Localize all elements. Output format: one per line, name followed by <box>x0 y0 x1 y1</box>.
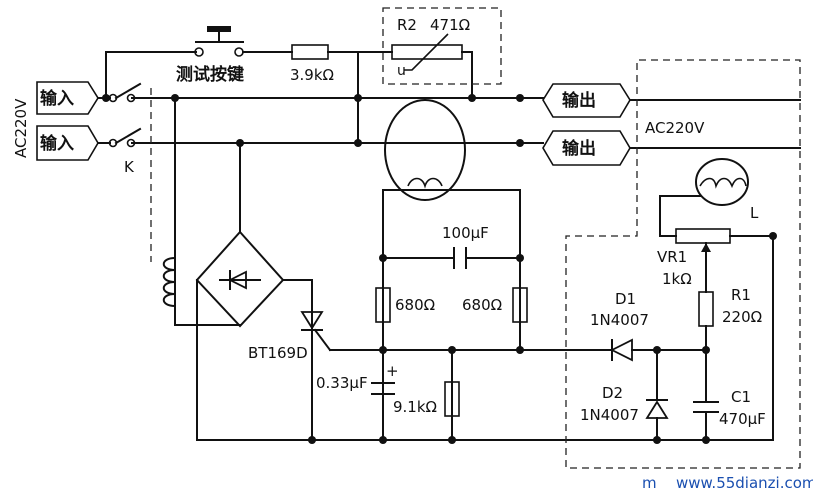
resistor-9k1-value: 9.1kΩ <box>393 398 437 416</box>
thermistor-r2 <box>391 33 463 71</box>
r2-name: R2 <box>397 16 417 34</box>
d1-part: 1N4007 <box>590 311 649 329</box>
resistor-680-left <box>375 287 391 323</box>
capacitor-033uf <box>371 382 395 395</box>
ac-input-label: AC220V <box>12 98 30 158</box>
svg-text:输出: 输出 <box>562 138 596 159</box>
main-wires <box>97 51 801 326</box>
trip-coil <box>162 256 177 308</box>
capacitor-c1 <box>693 401 719 441</box>
svg-text:输入: 输入 <box>40 133 74 154</box>
lamp-module-boundary <box>565 59 801 469</box>
vr1-value: 1kΩ <box>662 270 692 288</box>
input-terminal-2: 输入 <box>36 125 99 161</box>
r1-value: 220Ω <box>722 308 762 326</box>
diode-d2 <box>645 349 669 441</box>
resistor-3k9 <box>291 44 329 60</box>
resistor-680-right <box>512 287 528 323</box>
bridge-rectifier <box>174 142 313 441</box>
capacitor-100uf-value: 100μF <box>442 224 489 242</box>
lamp-l <box>659 158 774 441</box>
output-terminal-2: 输出 <box>542 130 631 166</box>
svg-text:m: m <box>642 474 657 492</box>
output-terminal-1: 输出 <box>542 83 631 118</box>
d1-name: D1 <box>615 290 636 308</box>
r2-enclosure <box>382 7 502 85</box>
svg-text:输入: 输入 <box>40 88 74 109</box>
d2-name: D2 <box>602 384 623 402</box>
svg-text:输出: 输出 <box>562 90 596 111</box>
r2-wiper-mark: u <box>397 63 406 79</box>
d2-part: 1N4007 <box>580 406 639 424</box>
test-button <box>189 26 249 57</box>
svg-text:www.55dianzi.com: www.55dianzi.com <box>676 474 813 492</box>
input-terminal-1: 输入 <box>36 81 99 115</box>
watermark: m www.55dianzi.com <box>642 474 813 492</box>
c1-name: C1 <box>731 388 751 406</box>
scr-label: BT169D <box>248 344 308 362</box>
capacitor-100uf <box>453 247 467 269</box>
ac-output-label: AC220V <box>645 119 705 137</box>
resistor-9k1 <box>444 381 460 417</box>
current-transformer <box>382 99 521 201</box>
capacitor-033uf-value: 0.33μF <box>316 374 368 392</box>
test-button-label: 测试按键 <box>176 64 244 85</box>
lamp-l-label: L <box>750 204 759 222</box>
scr-bt169d <box>300 279 332 441</box>
diode-d1 <box>609 338 707 362</box>
resistor-r1 <box>698 259 714 401</box>
resistor-680-right-value: 680Ω <box>462 296 502 314</box>
vr1-name: VR1 <box>657 248 687 266</box>
c1-value: 470μF <box>719 410 766 428</box>
control-wires <box>196 189 774 441</box>
switch-k <box>108 82 152 262</box>
switch-k-label: K <box>124 158 135 176</box>
resistor-680-left-value: 680Ω <box>395 296 435 314</box>
junction-dots <box>102 94 777 444</box>
resistor-3k9-value: 3.9kΩ <box>290 66 334 84</box>
r2-value: 471Ω <box>430 16 470 34</box>
r1-name: R1 <box>731 286 751 304</box>
potentiometer-vr1 <box>675 228 731 261</box>
capacitor-plus: + <box>386 362 399 380</box>
